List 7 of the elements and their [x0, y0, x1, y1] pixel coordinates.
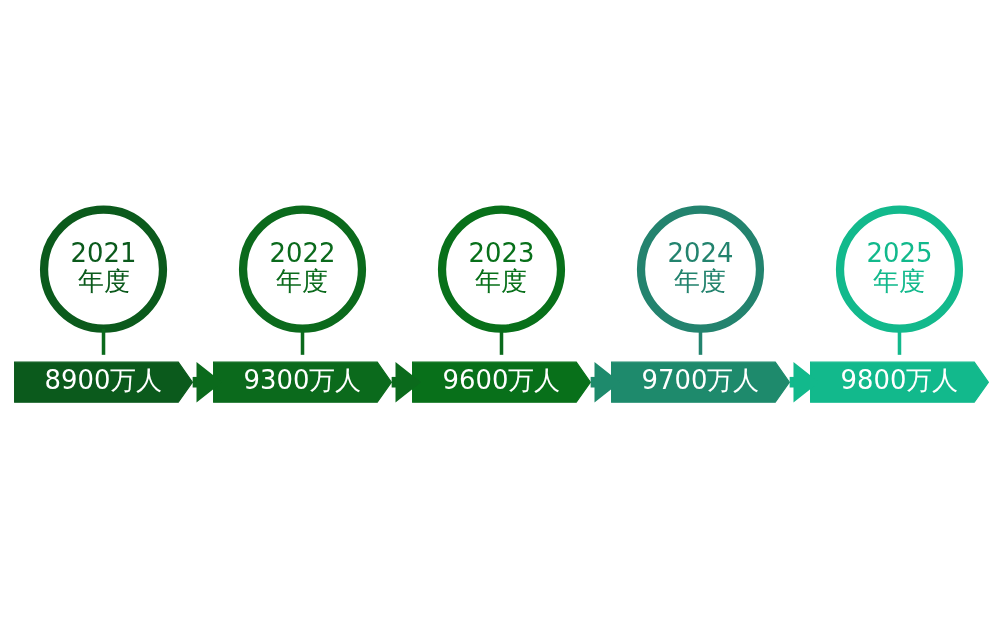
- connector: [499, 328, 503, 355]
- connector: [101, 328, 105, 355]
- node-circle: 2023 年度: [437, 205, 565, 333]
- node-circle: 2024 年度: [636, 205, 764, 333]
- node-circle: 2022 年度: [238, 205, 366, 333]
- node-circle: 2021 年度: [39, 205, 167, 333]
- node-circle: 2025 年度: [835, 205, 963, 333]
